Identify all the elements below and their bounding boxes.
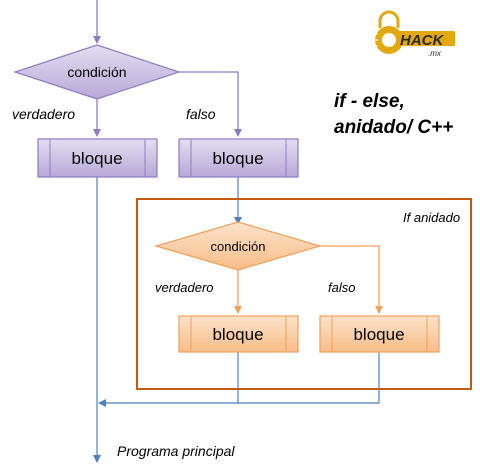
outer-false-block-label: bloque xyxy=(212,149,263,168)
nested-false-label: falso xyxy=(328,280,355,295)
nested-true-block-label: bloque xyxy=(212,325,263,344)
nested-false-block-label: bloque xyxy=(353,325,404,344)
nested-merge-arrow xyxy=(98,352,380,407)
main-flow-connectors xyxy=(93,177,380,463)
main-program-label: Programa principal xyxy=(117,443,235,459)
nested-true-block: bloque xyxy=(178,315,299,353)
nested-if-frame: If anidado condición verdadero falso blo… xyxy=(136,198,472,390)
outer-false-arrow xyxy=(179,71,242,137)
outer-true-block-label: bloque xyxy=(71,149,122,168)
outer-if-else: condición verdadero falso bloque bloque xyxy=(12,0,299,178)
outer-true-block: bloque xyxy=(37,138,158,178)
nested-false-block: bloque xyxy=(319,315,440,353)
title-line-1: if - else, xyxy=(334,91,405,112)
padlock-icon xyxy=(370,10,403,54)
nested-condition-label: condición xyxy=(211,239,266,254)
nested-frame-label: If anidado xyxy=(403,210,460,225)
outer-false-label: falso xyxy=(186,106,216,122)
outer-condition-label: condición xyxy=(67,64,126,80)
outer-false-block: bloque xyxy=(178,138,299,178)
logo-subtext: .mx xyxy=(428,49,442,58)
hack-logo: HACK .mx xyxy=(370,10,455,58)
nested-true-label: verdadero xyxy=(155,280,214,295)
title-line-2: anidado/ C++ xyxy=(334,117,453,138)
outer-true-label: verdadero xyxy=(12,106,75,122)
nested-false-arrow xyxy=(320,245,383,314)
logo-text: HACK xyxy=(400,32,444,49)
